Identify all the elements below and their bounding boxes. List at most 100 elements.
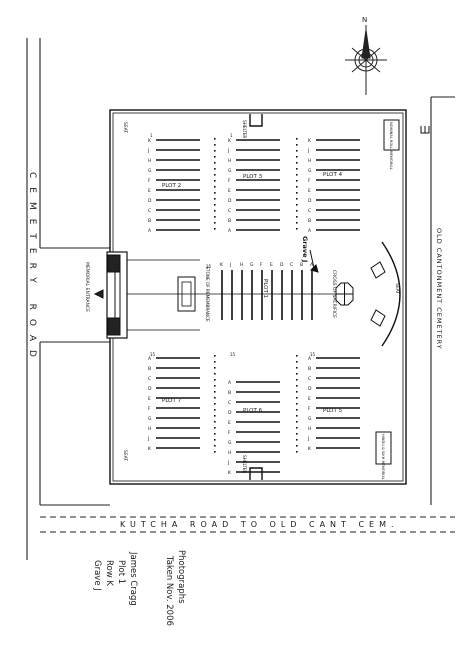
num-first-tm: 1	[230, 133, 233, 138]
plot7-row-letter-J: J	[147, 436, 149, 442]
num-first-tl: 1	[150, 133, 153, 138]
plot7-dots	[214, 427, 216, 429]
plot1-row-letter-B: B	[300, 262, 303, 268]
plaque-bottom-right	[375, 431, 392, 465]
plot6-row-letter-A: A	[228, 380, 232, 386]
shelter-bottom	[249, 467, 263, 480]
seating-arc	[370, 241, 401, 347]
plot7-dots	[214, 421, 216, 423]
plot3-row-letter-C: C	[228, 208, 231, 214]
plot2-dots	[214, 174, 216, 176]
kutcha-road	[40, 504, 455, 533]
plot-7-label: PLOT 7	[162, 398, 182, 404]
note-row: Row K	[104, 560, 114, 586]
plot2-row-letter-K: K	[148, 138, 152, 144]
plot7-row-letter-H: H	[148, 426, 151, 432]
plot6-dots	[296, 421, 298, 423]
plot2-row-letter-F: F	[148, 178, 151, 184]
plot1-row-letter-F: F	[260, 262, 263, 268]
plot6-dots	[296, 409, 298, 411]
plot2-dots	[214, 198, 216, 200]
plot2-dots	[214, 222, 216, 224]
plot6-dots	[296, 397, 298, 399]
grave-rows: KJHGFEDCBAKJHGFEDCBAKJHGFEDCBAABCDEFGHJK…	[147, 133, 360, 476]
plot1-row-letter-J: J	[229, 262, 231, 268]
plot7-row-letter-F: F	[148, 406, 151, 412]
plot7-dots	[214, 379, 216, 381]
plot2-dots	[214, 228, 216, 230]
plot6-row-letter-H: H	[228, 450, 231, 456]
plot2-row-letter-H: H	[148, 158, 151, 164]
plot5-row-letter-H: H	[308, 426, 311, 432]
num-last-ll: 15	[150, 352, 156, 357]
seat-label-arc: SEAT	[394, 283, 400, 294]
plot2-dots	[214, 204, 216, 206]
plot5-row-letter-J: J	[307, 436, 309, 442]
plot4-row-letter-H: H	[308, 158, 311, 164]
plot7-dots	[214, 409, 216, 411]
plot3-dots	[296, 228, 298, 230]
plot7-dots	[214, 415, 216, 417]
shelter-top	[249, 114, 263, 127]
plot2-row-letter-A: A	[148, 228, 152, 234]
compass-north-label: N	[362, 16, 367, 24]
plot7-row-letter-K: K	[148, 446, 152, 452]
handwritten-photo-note: Photographs Taken Nov. 2006	[164, 550, 216, 630]
num-last-lr: 15	[310, 352, 316, 357]
plot7-dots	[214, 451, 216, 453]
plot4-row-letter-K: K	[308, 138, 312, 144]
note-grave: Grave J	[92, 560, 102, 591]
plot7-row-letter-E: E	[148, 396, 151, 402]
plot1-row-letter-G: G	[250, 262, 254, 268]
plot3-row-letter-G: G	[228, 168, 232, 174]
plot7-dots	[214, 433, 216, 435]
plot5-row-letter-A: A	[308, 356, 312, 362]
plot-4-top-label: PLOT 4	[323, 172, 343, 178]
plot6-row-letter-F: F	[228, 430, 231, 436]
compass-rose	[345, 25, 387, 95]
plot7-dots	[214, 355, 216, 357]
plot3-row-letter-H: H	[228, 158, 231, 164]
plot1-row-letter-K: K	[220, 262, 224, 268]
memorial-entrance-label: MEMORIAL ENTRANCE	[84, 262, 90, 312]
plot7-dots	[214, 361, 216, 363]
plot1-row-letter-E: E	[270, 262, 273, 268]
plot3-dots	[296, 174, 298, 176]
plaque-top-right	[383, 119, 400, 151]
plot7-dots	[214, 403, 216, 405]
plot7-dots	[214, 439, 216, 441]
old-cantonment-boundary	[430, 96, 455, 505]
boundary-wall	[109, 109, 407, 485]
plot4-row-letter-J: J	[307, 148, 309, 154]
shelter-top-label: SHELTER	[242, 120, 247, 138]
photo-note-line-1: Photographs	[176, 550, 186, 604]
plot2-row-letter-D: D	[148, 198, 152, 204]
grave-marker-callout	[309, 249, 319, 273]
old-cantonment-label: OLD CANTONMENT CEMETERY	[435, 228, 443, 350]
kutcha-road-label: KUTCHA ROAD TO OLD CANT CEM.	[120, 520, 399, 529]
plot3-dots	[296, 180, 298, 182]
cemetery-road	[26, 38, 110, 560]
plot7-row-letter-G: G	[148, 416, 152, 422]
shelter-bottom-label: SHELTER	[242, 455, 247, 473]
plot-2-label: PLOT 2	[162, 183, 181, 189]
plot6-dots	[296, 379, 298, 381]
plot4-row-letter-G: G	[308, 168, 312, 174]
plot6-dots	[296, 403, 298, 405]
plot4-row-letter-F: F	[308, 178, 311, 184]
plot-6-label: PLOT 6	[243, 408, 263, 414]
plot6-row-letter-G: G	[228, 440, 232, 446]
plot2-dots	[214, 144, 216, 146]
plot2-dots	[214, 168, 216, 170]
plot5-row-letter-F: F	[308, 406, 311, 412]
plot2-dots	[214, 216, 216, 218]
plot-5-label: PLOT 5	[323, 408, 343, 414]
plot3-row-letter-D: D	[228, 198, 232, 204]
plot2-dots	[214, 138, 216, 140]
plot3-row-letter-K: K	[228, 138, 232, 144]
plot6-dots	[296, 391, 298, 393]
plot5-row-letter-G: G	[308, 416, 312, 422]
plot7-dots	[214, 397, 216, 399]
plot-3-label: PLOT 3	[243, 174, 263, 180]
plot6-dots	[296, 439, 298, 441]
